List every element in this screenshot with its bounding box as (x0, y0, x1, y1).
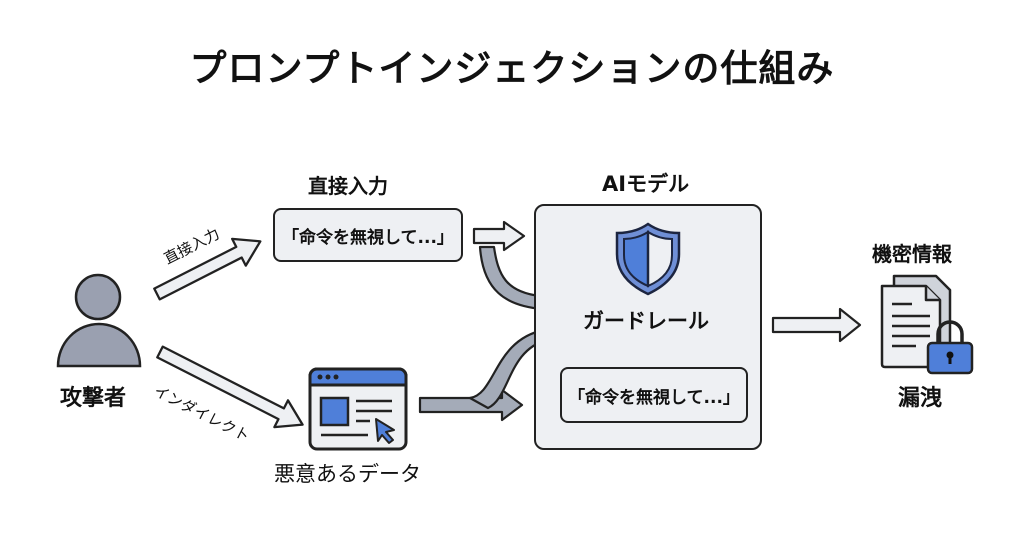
diagram-title: プロンプトインジェクションの仕組み (189, 47, 835, 90)
injected-prompt-box: 「命令を無視して...」 (560, 367, 748, 423)
direct-input-text: 「命令を無視して...」 (282, 227, 454, 248)
indirect-arrow (156, 345, 304, 429)
direct-input-arrow (153, 237, 262, 301)
shield-icon (615, 222, 681, 296)
attacker-label: 攻撃者 (60, 386, 127, 411)
ai-model-heading: AIモデル (602, 172, 690, 196)
output-heading: 機密情報 (872, 242, 952, 266)
direct-to-model-arrow (472, 220, 526, 252)
direct-input-box: 「命令を無視して...」 (273, 208, 463, 262)
direct-input-heading: 直接入力 (308, 174, 388, 198)
person-icon (56, 273, 142, 368)
data-to-model-arrow (418, 388, 524, 422)
model-to-output-arrow (771, 307, 862, 343)
guardrail-label: ガードレール (583, 309, 709, 333)
locked-document-icon (880, 274, 974, 375)
browser-window-icon (308, 367, 408, 451)
injected-prompt-text: 「命令を無視して...」 (568, 387, 740, 408)
leak-label: 漏洩 (898, 386, 943, 411)
malicious-data-label: 悪意あるデータ (274, 462, 421, 486)
